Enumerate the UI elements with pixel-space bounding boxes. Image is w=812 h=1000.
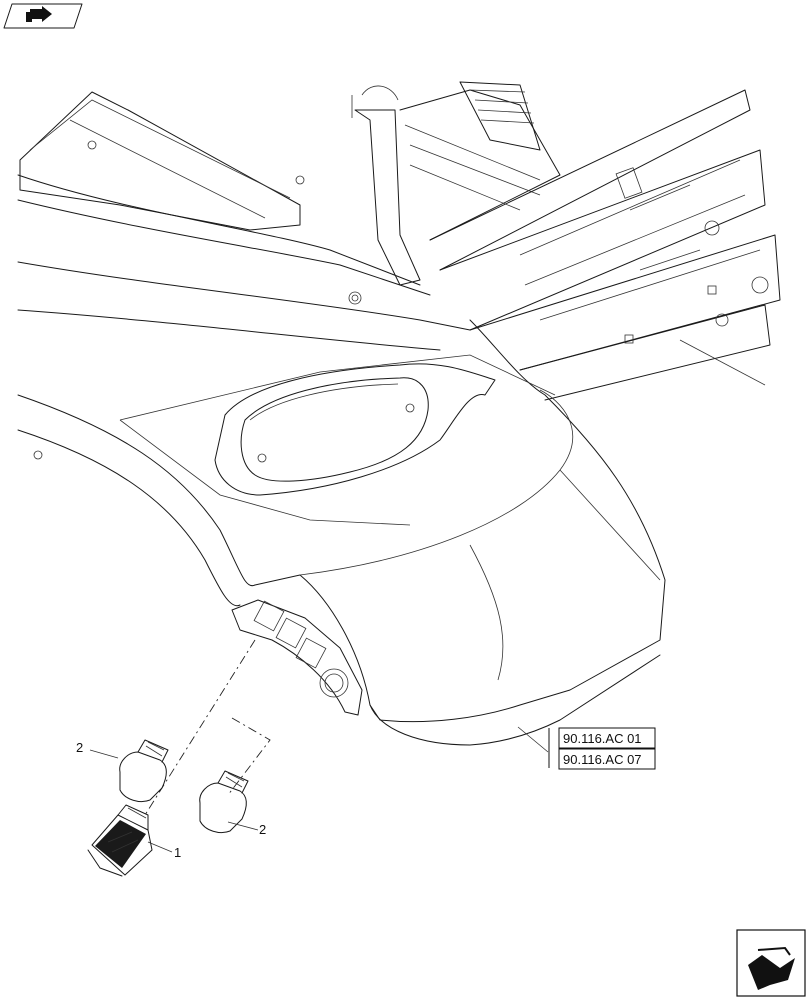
callout-1: 1: [174, 845, 181, 860]
reference-box-2[interactable]: 90.116.AC 07: [558, 748, 656, 770]
callout-2-lower: 2: [259, 822, 266, 837]
reference-box-1[interactable]: 90.116.AC 01: [548, 727, 656, 768]
fender-console: [17, 319, 666, 746]
reference-1: 90.116.AC 01: [563, 731, 642, 746]
leader-lines: [89, 726, 549, 853]
reference-2: 90.116.AC 07: [563, 752, 642, 767]
callout-2-upper: 2: [76, 740, 83, 755]
explode-lines: [144, 639, 271, 816]
nav-back-icon[interactable]: [3, 3, 83, 29]
cab-structure: [17, 81, 781, 401]
switch-cap-part-2a: [119, 739, 169, 803]
nav-forward-icon[interactable]: [736, 929, 806, 997]
switch-cap-part-2b: [199, 770, 249, 834]
switch-part-1: [87, 804, 153, 877]
